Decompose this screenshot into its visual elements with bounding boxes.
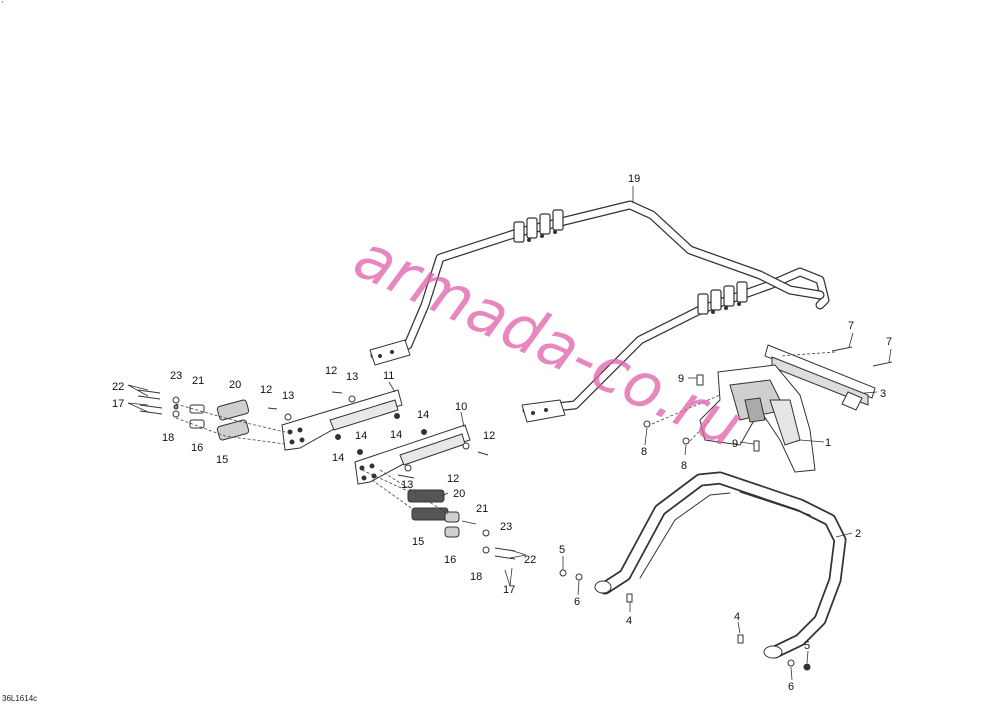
callout-13: 13: [346, 371, 358, 383]
callout-23: 23: [500, 521, 512, 533]
callout-12: 12: [260, 384, 272, 396]
callout-9: 9: [732, 438, 738, 450]
callout-5: 5: [804, 640, 810, 652]
bracket-10: [354, 424, 471, 485]
bumper-tube-19: [369, 200, 830, 423]
hardware-cluster-right: [559, 346, 893, 671]
callout-17: 17: [112, 398, 124, 410]
callout-9: 9: [678, 373, 684, 385]
callout-15: 15: [412, 536, 424, 548]
callout-13: 13: [401, 479, 413, 491]
callout-14: 14: [390, 429, 402, 441]
callout-5: 5: [559, 544, 565, 556]
hardware-cluster-center: [357, 429, 516, 560]
callout-22: 22: [112, 381, 124, 393]
callout-16: 16: [444, 554, 456, 566]
callout-22: 22: [524, 554, 536, 566]
bracket-11: [281, 389, 403, 451]
callout-10: 10: [455, 401, 467, 413]
hardware-cluster-left: [137, 389, 400, 441]
callout-4: 4: [626, 615, 632, 627]
drawing-code: 36L1614c: [2, 694, 38, 703]
callout-8: 8: [641, 446, 647, 458]
callout-7: 7: [848, 320, 854, 332]
callout-7: 7: [886, 336, 892, 348]
callout-labels: 19 7 7 3 9 8 8 9 1 2 5 6 4 4 5 6 23 21 2…: [112, 173, 892, 693]
callout-21: 21: [476, 503, 488, 515]
corner-mark: ': [2, 0, 4, 9]
hoop-tube-2: [594, 471, 847, 659]
rail-3: [764, 344, 876, 411]
callout-6: 6: [788, 681, 794, 693]
callout-14: 14: [355, 430, 367, 442]
callout-14: 14: [417, 409, 429, 421]
callout-15: 15: [216, 454, 228, 466]
callout-20: 20: [229, 379, 241, 391]
callout-16: 16: [191, 442, 203, 454]
callout-11: 11: [383, 370, 394, 382]
callout-17: 17: [503, 584, 515, 596]
callout-14: 14: [332, 452, 344, 464]
callout-1: 1: [825, 437, 831, 449]
bracket-1: [699, 364, 816, 473]
callout-21: 21: [192, 375, 204, 387]
callout-12: 12: [483, 430, 495, 442]
assembly-dashes: [175, 351, 836, 515]
callout-19: 19: [628, 173, 640, 185]
callout-8: 8: [681, 460, 687, 472]
callout-23: 23: [170, 370, 182, 382]
leader-lines: [127, 186, 892, 681]
callout-4: 4: [734, 611, 740, 623]
callout-20: 20: [453, 488, 465, 500]
callout-2: 2: [855, 528, 861, 540]
callout-3: 3: [880, 388, 886, 400]
callout-12: 12: [325, 365, 337, 377]
callout-6: 6: [574, 596, 580, 608]
callout-12: 12: [447, 473, 459, 485]
callout-18: 18: [162, 432, 174, 444]
callout-13: 13: [282, 390, 294, 402]
callout-18: 18: [470, 571, 482, 583]
